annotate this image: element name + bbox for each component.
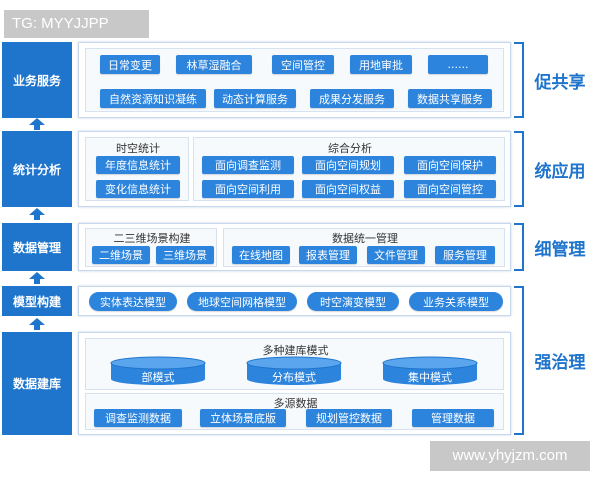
group-label: 综合分析 xyxy=(328,142,372,155)
group-label: 数据统一管理 xyxy=(332,232,398,245)
data-management-layer: 二三维场景构建 二维场景 三维场景 数据统一管理 在线地图 报表管理 文件管理 … xyxy=(78,223,511,271)
right-label-application: 统应用 xyxy=(534,161,586,182)
service-item-dynamic-computing: 动态计算服务 xyxy=(214,89,296,108)
right-label-sharing: 促共享 xyxy=(534,72,586,93)
analysis-item-planning: 面向空间规划 xyxy=(302,156,394,174)
up-arrow-icon xyxy=(29,118,45,130)
management-item-files: 文件管理 xyxy=(367,246,425,264)
comprehensive-analysis-group: 综合分析 面向调查监测 面向空间规划 面向空间保护 面向空间利用 面向空间权益 … xyxy=(193,137,505,201)
mode-label-centralized: 集中模式 xyxy=(408,371,452,384)
model-item-evolution: 时空演变模型 xyxy=(307,292,399,311)
source-item-survey: 调查监测数据 xyxy=(94,409,182,427)
right-label-governance: 强治理 xyxy=(534,353,586,373)
scene-item-3d: 三维场景 xyxy=(156,246,214,264)
group-label: 多种建库模式 xyxy=(262,344,329,357)
source-item-planning: 规划管控数据 xyxy=(306,409,392,427)
analysis-item-rights: 面向空间权益 xyxy=(302,180,394,198)
management-item-services: 服务管理 xyxy=(435,246,495,264)
unified-data-management-group: 数据统一管理 在线地图 报表管理 文件管理 服务管理 xyxy=(223,228,505,267)
multi-source-data-group: 多源数据 调查监测数据 立体场景底版 规划管控数据 管理数据 xyxy=(85,393,504,430)
up-arrow-icon xyxy=(29,318,45,330)
analysis-item-control: 面向空间管控 xyxy=(404,180,496,198)
bracket-line xyxy=(514,131,524,207)
bracket-line xyxy=(514,286,524,435)
source-item-3d-scene: 立体场景底版 xyxy=(200,409,286,427)
source-item-management: 管理数据 xyxy=(412,409,494,427)
watermark-bottom: www.yhyjzm.com xyxy=(430,441,590,471)
build-modes-group: 多种建库模式 部模式 分布模式 集中模式 xyxy=(85,338,504,390)
mode-label-distributed: 分布模式 xyxy=(272,371,316,384)
management-item-reports: 报表管理 xyxy=(299,246,357,264)
group-label: 时空统计 xyxy=(116,142,160,155)
watermark-top: TG: MYYJJPP xyxy=(4,10,149,38)
service-item-more: ...... xyxy=(428,55,488,74)
service-item-knowledge-condensing: 自然资源知识凝练 xyxy=(100,89,206,108)
group-label: 二三维场景构建 xyxy=(113,232,191,245)
service-item-data-sharing: 数据共享服务 xyxy=(408,89,492,108)
analysis-item-survey: 面向调查监测 xyxy=(202,156,294,174)
scene-item-2d: 二维场景 xyxy=(92,246,150,264)
service-item-land-approval: 用地审批 xyxy=(350,55,412,74)
database-building-layer: 多种建库模式 部模式 分布模式 集中模式 多源数据 调查监测数据 立体场景底版 … xyxy=(78,332,511,435)
database-cylinder-icon xyxy=(246,356,342,385)
model-building-layer: 实体表达模型 地球空间网格模型 时空演变模型 业务关系模型 xyxy=(78,286,511,316)
layer-title-model-building: 模型构建 xyxy=(2,286,72,316)
service-item-result-distribution: 成果分发服务 xyxy=(310,89,394,108)
business-service-layer: 日常变更 林草湿融合 空间管控 用地审批 ...... 自然资源知识凝练 动态计… xyxy=(78,42,511,118)
bracket-line xyxy=(514,223,524,271)
spatiotemporal-statistics-group: 时空统计 年度信息统计 变化信息统计 xyxy=(85,137,189,201)
database-cylinder-icon xyxy=(110,356,206,385)
layer-title-business-service: 业务服务 xyxy=(2,42,72,118)
model-item-entity: 实体表达模型 xyxy=(89,292,177,311)
business-service-group: 日常变更 林草湿融合 空间管控 用地审批 ...... 自然资源知识凝练 动态计… xyxy=(85,48,504,112)
layer-title-data-management: 数据管理 xyxy=(2,223,72,271)
bracket-line xyxy=(514,42,524,118)
analysis-item-utilization: 面向空间利用 xyxy=(202,180,294,198)
layer-title-database-building: 数据建库 xyxy=(2,332,72,435)
change-statistics-item: 变化信息统计 xyxy=(96,180,180,198)
analysis-item-protection: 面向空间保护 xyxy=(404,156,496,174)
up-arrow-icon xyxy=(29,208,45,220)
management-item-online-map: 在线地图 xyxy=(232,246,290,264)
service-item-forest-grass-fusion: 林草湿融合 xyxy=(176,55,252,74)
database-cylinder-icon xyxy=(382,356,478,385)
up-arrow-icon xyxy=(29,272,45,284)
right-label-management: 细管理 xyxy=(534,239,586,260)
statistics-layer: 时空统计 年度信息统计 变化信息统计 综合分析 面向调查监测 面向空间规划 面向… xyxy=(78,131,511,207)
service-item-daily-change: 日常变更 xyxy=(100,55,160,74)
annual-statistics-item: 年度信息统计 xyxy=(96,156,180,174)
service-item-space-control: 空间管控 xyxy=(272,55,334,74)
model-item-grid: 地球空间网格模型 xyxy=(187,292,297,311)
model-item-relation: 业务关系模型 xyxy=(409,292,503,311)
layer-title-statistics: 统计分析 xyxy=(2,131,72,207)
scene-building-group: 二三维场景构建 二维场景 三维场景 xyxy=(85,228,217,267)
mode-label-ministry: 部模式 xyxy=(141,371,175,384)
group-label: 多源数据 xyxy=(273,397,318,410)
